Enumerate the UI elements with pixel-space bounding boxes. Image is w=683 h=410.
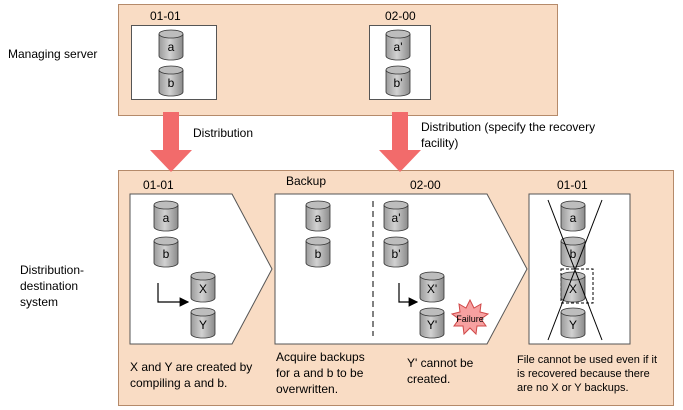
destination-label-line3: system [20, 295, 59, 309]
panel2-file-b-label: b' [392, 247, 401, 261]
panel3-file-a-label: a [570, 211, 577, 225]
panel1-file-y-cylinder: Y [190, 307, 216, 339]
panel3-file-y-label: Y [569, 318, 577, 332]
panel2-caption-left-line3: overwritten. [276, 382, 339, 396]
server-v0200-file-b-label: b' [394, 76, 403, 90]
compile-arrow-v0200 [398, 283, 419, 307]
panel2-backup-a-cylinder: a [305, 200, 331, 232]
panel1-pentagon [129, 193, 273, 345]
panel3-caption-line1: File cannot be used even if it [517, 354, 658, 366]
panel3-version: 01-01 [557, 178, 588, 192]
panel1-caption-line2: compiling a and b. [130, 376, 228, 390]
panel2-version: 02-00 [410, 178, 441, 192]
server-box-v0200-version: 02-00 [385, 9, 416, 23]
managing-server-label: Managing server [8, 47, 98, 61]
server-box-v0101-version: 01-01 [150, 9, 181, 23]
panel2-caption-left-line2: for a and b to be [276, 366, 364, 380]
compile-arrow [157, 283, 190, 307]
panel2-file-y-cylinder: Y' [419, 307, 445, 339]
panel1-file-b-cylinder: b [153, 236, 179, 268]
panel3-caption-line3: are no X or Y backups. [517, 382, 629, 394]
panel2-caption-right-line2: created. [407, 372, 451, 386]
panel1-file-x-cylinder: X [190, 271, 216, 303]
panel1-file-x-label: X [199, 282, 207, 296]
panel2-file-a-label: a' [392, 211, 401, 225]
server-v0200-file-a-cylinder: a' [385, 29, 411, 61]
destination-label-line1: Distribution- [20, 263, 85, 277]
panel2-file-b-cylinder: b' [383, 236, 409, 268]
panel3-file-y-cylinder: Y [560, 307, 586, 339]
panel3-file-a-cylinder: a [560, 200, 586, 232]
panel2-backup-b-label: b [315, 247, 322, 261]
panel2-file-a-cylinder: a' [383, 200, 409, 232]
server-v0200-file-a-label: a' [394, 40, 403, 54]
panel2-caption-right-line1: Y' cannot be [407, 356, 474, 370]
panel3-file-b-label: b [570, 247, 577, 261]
panel3-crossout-lines [547, 199, 603, 341]
destination-label-line2: destination [20, 279, 79, 293]
panel2-file-x-label: X' [427, 282, 437, 296]
panel2-backup-a-label: a [315, 211, 322, 225]
failure-burst [450, 298, 490, 336]
panel3-file-b-cylinder: b [560, 236, 586, 268]
server-v0101-file-b-cylinder: b [158, 65, 184, 97]
server-v0200-file-b-cylinder: b' [385, 65, 411, 97]
panel1-file-b-label: b [163, 247, 170, 261]
panel2-backup-b-cylinder: b [305, 236, 331, 268]
distribution-arrow [150, 112, 192, 172]
distribution-recovery-label-line2: facility) [421, 136, 459, 150]
panel2-title: Backup [286, 174, 327, 188]
panel1-version: 01-01 [143, 178, 174, 192]
server-v0101-file-b-label: b [168, 76, 175, 90]
panel2-caption-left-line1: Acquire backups [276, 350, 365, 364]
distribution-recovery-arrow [379, 112, 421, 172]
panel1-file-a-cylinder: a [153, 200, 179, 232]
failure-label: Failure [456, 314, 484, 324]
server-v0101-file-a-label: a [168, 40, 175, 54]
panel1-file-a-label: a [163, 211, 170, 225]
panel3-caption-line2: is recovered because there [517, 368, 650, 380]
distribution-recovery-label-line1: Distribution (specify the recovery [421, 120, 596, 134]
panel1-file-y-label: Y [199, 318, 207, 332]
panel1-caption-line1: X and Y are created by [130, 360, 253, 374]
panel2-file-x-cylinder: X' [419, 271, 445, 303]
server-v0101-file-a-cylinder: a [158, 29, 184, 61]
panel2-file-y-label: Y' [427, 318, 437, 332]
distribution-arrow-label: Distribution [193, 126, 254, 140]
panel3-file-x-label: X [569, 282, 577, 296]
